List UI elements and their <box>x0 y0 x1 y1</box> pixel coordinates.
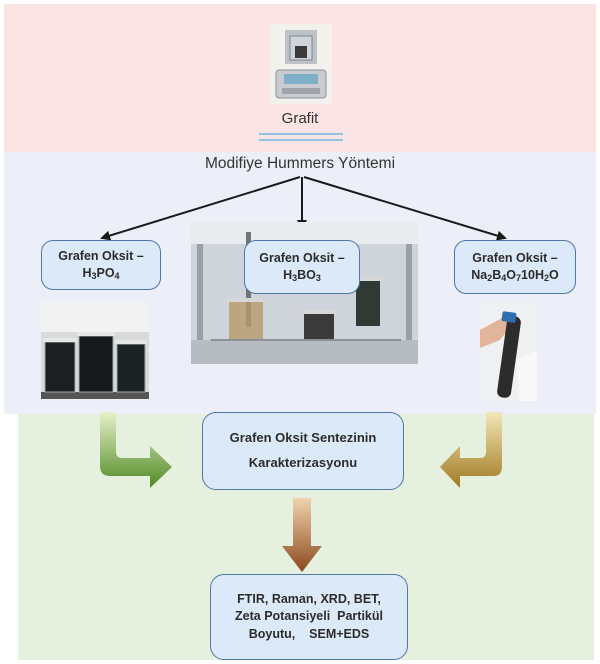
synthesis-line1: Grafen Oksit Sentezinin <box>229 430 377 446</box>
graphite-label: Grafit <box>281 110 319 127</box>
scale-icon <box>270 24 332 104</box>
formula-h3po4: H3PO4 <box>82 266 120 281</box>
methods-line3: Boyutu, SEM+EDS <box>248 626 370 641</box>
arrow-to-left-box <box>100 176 301 241</box>
box-title: Grafen Oksit – <box>58 249 144 264</box>
method-label: Modifiye Hummers Yöntemi <box>204 155 396 172</box>
test-tube-photo <box>480 300 537 401</box>
box-title: Grafen Oksit – <box>472 251 558 266</box>
box-title: Grafen Oksit – <box>259 251 345 266</box>
arrow-to-right-box <box>303 176 507 241</box>
go-h3po4-box: Grafen Oksit – H3PO4 <box>41 240 161 290</box>
gold-curved-arrow <box>440 412 502 488</box>
separator-line-bottom <box>259 139 343 141</box>
green-curved-arrow <box>100 412 172 488</box>
go-borax-box: Grafen Oksit – Na2B4O710H2O <box>454 240 576 294</box>
methods-line2: Zeta Potansiyeli Partikül <box>235 609 383 624</box>
formula-borax: Na2B4O710H2O <box>471 268 559 283</box>
go-h3bo3-box: Grafen Oksit – H3BO3 <box>244 240 360 294</box>
beakers-photo <box>41 302 149 399</box>
brown-down-arrow <box>282 498 322 572</box>
synthesis-line2: Karakterizasyonu <box>248 455 358 470</box>
synthesis-characterization-box: Grafen Oksit Sentezinin Karakterizasyonu <box>202 412 404 490</box>
methods-line1: FTIR, Raman, XRD, BET, <box>237 591 381 606</box>
separator-line-top <box>259 133 343 135</box>
characterization-methods-box: FTIR, Raman, XRD, BET, Zeta Potansiyeli … <box>210 574 408 660</box>
formula-h3bo3: H3BO3 <box>283 268 321 283</box>
